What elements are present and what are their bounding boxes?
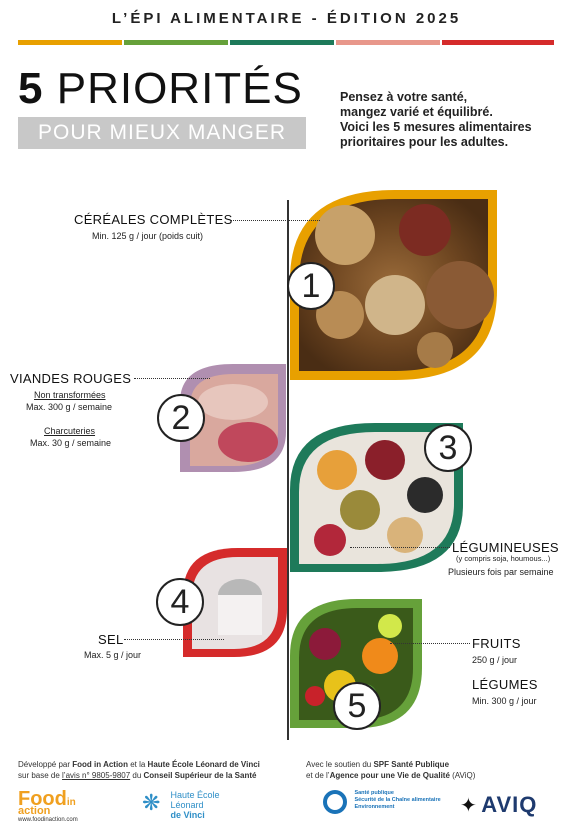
footer-text: du (130, 771, 144, 780)
footer-left-text: Développé par Food in Action et la Haute… (18, 759, 288, 781)
intro-line: Voici les 5 mesures alimentaires (340, 120, 532, 134)
footer-org: Agence pour une Vie de Qualité (329, 771, 450, 780)
logo-action-text: action (18, 805, 51, 817)
spf-logo: Santé publique Sécurité de la Chaîne ali… (323, 790, 441, 814)
food-in-action-logo: Foodin action www.foodinaction.com (18, 788, 78, 823)
aviq-logo: ✦ AVIQ (460, 792, 537, 818)
wheat-stem (287, 200, 289, 740)
item-number-2: 2 (157, 394, 205, 442)
hero-number: 5 (18, 64, 44, 113)
fruits-leader-line (390, 643, 470, 644)
meat-leader-line (134, 378, 210, 379)
spf-line: Sécurité de la Chaîne alimentaire (354, 797, 441, 803)
page-title: L’ÉPI ALIMENTAIRE - ÉDITION 2025 (111, 10, 462, 27)
color-bar-orange (18, 40, 122, 45)
color-bar-teal (230, 40, 334, 45)
footer-org: Conseil Supérieur de la Santé (143, 771, 257, 780)
color-bar-pink (336, 40, 440, 45)
footer-text: (AViQ) (449, 771, 476, 780)
footer-org: Food in Action (72, 760, 128, 769)
rooster-icon: ✦ (460, 795, 477, 817)
vegetables-detail: Min. 300 g / jour (472, 696, 537, 706)
intro-text: Pensez à votre santé, mangez varié et éq… (340, 90, 570, 150)
fruits-title: FRUITS (472, 636, 521, 651)
footer-avis-link[interactable]: l’avis n° 9805-9807 (62, 771, 131, 780)
fruits-detail: 250 g / jour (472, 655, 518, 665)
hero-title: 5 PRIORITÉS (18, 64, 303, 114)
spf-icon (323, 790, 347, 814)
meat-sub1-value: Max. 300 g / semaine (26, 402, 113, 412)
footer-text: et de l’ (306, 771, 330, 780)
footer-text: Développé par (18, 760, 73, 769)
vegetables-title: LÉGUMES (472, 677, 538, 692)
aviq-text: AVIQ (481, 792, 538, 817)
salt-title: SEL (98, 632, 124, 647)
meat-sub2-value: Max. 30 g / semaine (30, 438, 112, 448)
legumes-detail: Plusieurs fois par semaine (448, 567, 554, 577)
cereals-leader-line (230, 220, 320, 221)
logo-food-text: Food (18, 788, 67, 810)
vinci-line: Léonard (170, 800, 204, 810)
footer-text: et la (127, 760, 148, 769)
footer-text: sur base de (18, 771, 63, 780)
item-number-1: 1 (287, 262, 335, 310)
spf-line: Santé publique (354, 790, 394, 796)
hero-subtitle: POUR MIEUX MANGER (18, 117, 306, 149)
intro-line: Pensez à votre santé, (340, 90, 468, 104)
logo-url: www.foodinaction.com (18, 817, 78, 823)
vinci-line: de Vinci (170, 810, 205, 820)
color-bar-red (442, 40, 554, 45)
footer-right-text: Avec le soutien du SPF Santé Publique et… (306, 759, 566, 781)
color-bar-green (124, 40, 228, 45)
vinci-logo: ❋ Haute École Léonard de Vinci (142, 790, 219, 820)
meat-sub1-label: Non transformées (34, 390, 106, 400)
fruits-leaf (290, 599, 422, 728)
meat-title: VIANDES ROUGES (10, 371, 132, 386)
intro-line: mangez varié et équilibré. (340, 105, 493, 119)
legumes-leaf (290, 423, 463, 572)
meat-sub2-label: Charcuteries (44, 426, 96, 436)
vinci-line: Haute École (170, 790, 220, 800)
meat-leaf (180, 364, 286, 472)
salt-leaf (183, 548, 287, 657)
vinci-icon: ❋ (142, 790, 161, 815)
spf-line: Environnement (354, 804, 395, 810)
footer-text: Avec le soutien du (306, 760, 374, 769)
salt-detail: Max. 5 g / jour (84, 650, 142, 660)
legumes-title: LÉGUMINEUSES (452, 540, 559, 555)
legumes-note: (y compris soja, houmous...) (456, 554, 551, 563)
footer-org: SPF Santé Publique (373, 760, 450, 769)
hero-word: PRIORITÉS (56, 64, 303, 113)
item-number-4: 4 (156, 578, 204, 626)
cereals-title: CÉRÉALES COMPLÈTES (74, 212, 233, 227)
salt-leader-line (124, 639, 224, 640)
item-number-5: 5 (333, 682, 381, 730)
cereals-detail: Min. 125 g / jour (poids cuit) (92, 231, 204, 241)
item-number-3: 3 (424, 424, 472, 472)
cereals-leaf (290, 190, 497, 380)
intro-line: prioritaires pour les adultes. (340, 135, 509, 149)
footer-org: Haute École Léonard de Vinci (147, 760, 260, 769)
legumes-leader-line (350, 547, 450, 548)
logo-in-text: in (66, 797, 76, 808)
